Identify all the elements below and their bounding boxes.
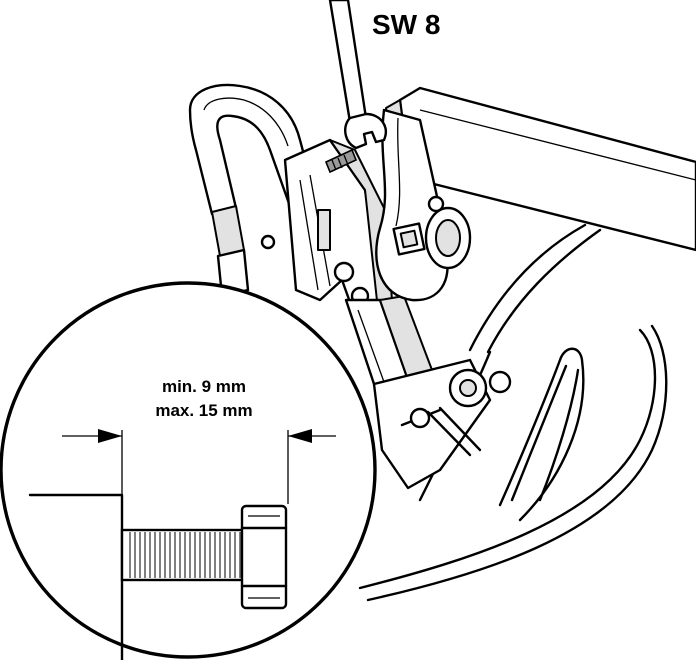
bolt-head	[240, 504, 288, 610]
arrow-right-icon	[98, 429, 122, 443]
dimension-min-label: min. 9 mm	[162, 377, 246, 396]
hinge-joint	[375, 108, 472, 302]
dimension-max-label: max. 15 mm	[155, 401, 252, 420]
mounting-bracket	[260, 138, 512, 490]
dimension-indicator	[62, 429, 336, 528]
wrench-icon	[324, 0, 387, 174]
detail-magnifier: min. 9 mm max. 15 mm	[0, 281, 377, 662]
runner-skids	[358, 324, 668, 602]
bolt-shank	[120, 528, 246, 582]
wrench-size-label: SW 8	[372, 9, 440, 40]
arrow-left-icon	[288, 429, 312, 443]
magnifier-ring	[0, 281, 377, 659]
handle-lever	[188, 83, 318, 298]
